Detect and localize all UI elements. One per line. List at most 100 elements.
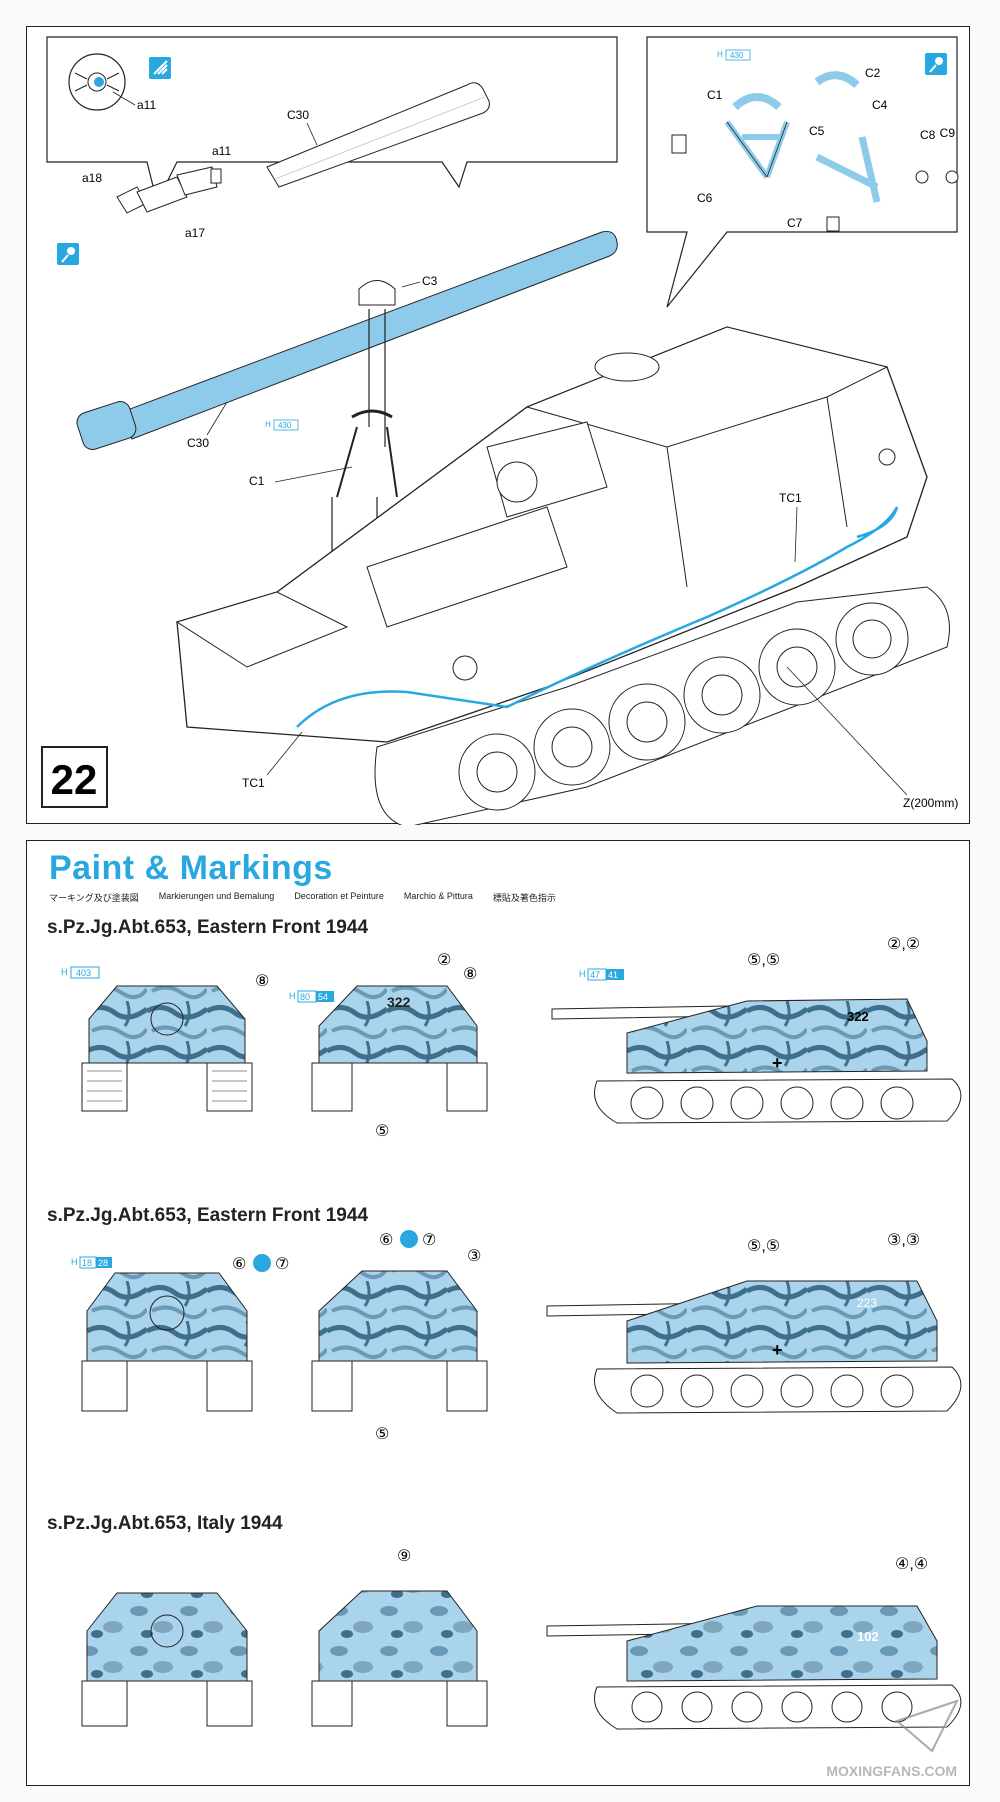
part-label-a11: a11 xyxy=(212,144,231,158)
s2-callout-front-1: ⑥ xyxy=(232,1256,246,1273)
part-label-tc1-right: TC1 xyxy=(779,491,802,505)
part-label-c3: C3 xyxy=(422,274,438,288)
part-label-a17: a17 xyxy=(185,226,205,240)
tow-cable xyxy=(296,506,899,728)
cement-icon-inset xyxy=(925,53,947,75)
inset-label-c9: C9 xyxy=(940,126,956,140)
inset-label-c4: C4 xyxy=(872,98,888,112)
svg-text:403: 403 xyxy=(76,968,91,978)
svg-text:41: 41 xyxy=(608,970,618,980)
inset-label-c2: C2 xyxy=(865,66,881,80)
s1-callout-side-right: ②,② xyxy=(887,936,920,953)
scheme-2-rear-view: ⑥ ⑦ ③ ⑤ xyxy=(311,1230,488,1443)
inset-label-c7: C7 xyxy=(787,216,803,230)
part-label-tc1-left: TC1 xyxy=(242,776,265,790)
scheme-3-rear-view: ⑨ xyxy=(311,1548,488,1727)
scheme-2-side-view: 223 + ⑤,⑤ ③,③ xyxy=(546,1232,962,1414)
scheme-2-front-view: H 18 28 ⑥ ⑦ xyxy=(71,1254,289,1412)
part-label-a18: a18 xyxy=(82,171,102,185)
svg-text:430: 430 xyxy=(278,421,292,430)
svg-text:+: + xyxy=(772,1053,783,1073)
s2-callout-rear-3: ③ xyxy=(467,1248,481,1265)
s2-callout-side-right: ③,③ xyxy=(887,1232,920,1249)
step-number-box xyxy=(41,746,108,808)
inset-callout-box xyxy=(646,36,958,308)
svg-text:H: H xyxy=(579,969,586,979)
inset-label-c1: C1 xyxy=(707,88,723,102)
watermark-text: MOXINGFANS.COM xyxy=(826,1763,957,1779)
barrel-paint-ref: H 430 xyxy=(265,419,299,431)
subtitle-de: Markierungen und Bemalung xyxy=(158,891,275,901)
s3-callout-rear: ⑨ xyxy=(397,1548,411,1565)
scheme-1-side-view: H 47 41 322 + ⑤,⑤ ②,② xyxy=(551,936,962,1124)
svg-text:430: 430 xyxy=(730,51,744,60)
s2-callout-front-2: ⑦ xyxy=(275,1256,289,1273)
s2-callout-rear-2: ⑦ xyxy=(422,1232,436,1249)
inset-label-c6: C6 xyxy=(697,191,713,205)
s1-side-number: 322 xyxy=(847,1009,869,1024)
svg-text:80: 80 xyxy=(300,992,310,1002)
scheme-1-rear-view: H 80 54 322 ② ⑧ ⑤ xyxy=(289,952,488,1140)
paint-subtitles: マーキング及び塗装図 Markierungen und Bemalung Dec… xyxy=(49,891,556,904)
s1-callout-rear-3: ⑤ xyxy=(375,1123,389,1140)
scheme-3-title: s.Pz.Jg.Abt.653, Italy 1944 xyxy=(47,1513,283,1534)
s2-callout-side-left: ⑤,⑤ xyxy=(747,1238,780,1255)
paint-diagrams: H 403 ⑧ H 80 54 322 ② ⑧ xyxy=(61,936,962,1779)
svg-text:+: + xyxy=(772,1340,783,1360)
svg-text:54: 54 xyxy=(318,992,328,1002)
scheme-1-ref-a: H 403 xyxy=(61,966,100,979)
scheme-1-ref-b: H 80 54 xyxy=(289,990,334,1003)
scheme-1-title: s.Pz.Jg.Abt.653, Eastern Front 1944 xyxy=(47,917,369,938)
assembly-step-panel: a11 a18 a17 a11 C30 H xyxy=(26,26,970,828)
s2-side-number: 223 xyxy=(857,1296,877,1310)
svg-text:H: H xyxy=(289,991,296,1001)
scheme-3-side-view: 102 ④,④ xyxy=(546,1556,962,1730)
glue-icon-left xyxy=(57,243,79,265)
assembly-diagram: a11 a18 a17 a11 C30 H xyxy=(41,36,959,828)
s3-side-number: 102 xyxy=(857,1629,879,1644)
paint-markings-panel: Paint & Markings マーキング及び塗装図 Markierungen… xyxy=(26,840,970,1786)
subtitle-fr: Decoration et Peinture xyxy=(294,891,384,901)
subtitle-it: Marchio & Pittura xyxy=(403,891,473,901)
scheme-2-ref-a: H 18 28 xyxy=(71,1256,112,1269)
scheme-3-front-view xyxy=(81,1592,253,1727)
svg-text:H: H xyxy=(71,1257,78,1267)
svg-text:H: H xyxy=(61,967,68,977)
s1-rear-number: 322 xyxy=(387,994,411,1010)
part-label-a11-top: a11 xyxy=(137,98,156,112)
s2-callout-rear-1: ⑥ xyxy=(379,1232,393,1249)
main-gun-barrel xyxy=(76,231,618,451)
svg-text:28: 28 xyxy=(98,1258,108,1268)
svg-text:H: H xyxy=(265,420,271,429)
inset-label-c5: C5 xyxy=(809,124,825,138)
subassembly-callout-box xyxy=(46,36,618,204)
scheme-1-front-view: H 403 ⑧ xyxy=(61,966,269,1112)
paint-title: Paint & Markings xyxy=(49,849,333,887)
muzzle-cap-view xyxy=(68,53,126,111)
part-label-c1: C1 xyxy=(249,474,265,488)
step-number: 22 xyxy=(51,756,98,803)
subtitle-jp: マーキング及び塗装図 xyxy=(49,893,139,903)
travel-lock-parts xyxy=(671,71,959,232)
svg-text:18: 18 xyxy=(82,1258,92,1268)
muzzle-brake-parts xyxy=(116,166,222,214)
inset-paint-ref: H 430 xyxy=(717,49,751,61)
subtitle-cn: 標貼及著色指示 xyxy=(492,893,556,903)
s1-callout-rear-1: ② xyxy=(437,952,451,969)
cement-icon xyxy=(149,57,171,79)
s3-callout-side: ④,④ xyxy=(895,1556,928,1573)
part-label-c30-top: C30 xyxy=(287,108,309,122)
part-label-cable-length: Z(200mm) xyxy=(903,796,958,810)
svg-text:H: H xyxy=(717,50,723,59)
inset-label-c8: C8 xyxy=(920,128,936,142)
scheme-2-title: s.Pz.Jg.Abt.653, Eastern Front 1944 xyxy=(47,1205,369,1226)
part-label-c30: C30 xyxy=(187,436,209,450)
s1-callout-rear-2: ⑧ xyxy=(463,966,477,983)
s2-callout-rear-4: ⑤ xyxy=(375,1426,389,1443)
s1-callout-front: ⑧ xyxy=(255,973,269,990)
scheme-1-ref-c: H 47 41 xyxy=(579,968,624,981)
watermark-logo: MOXINGFANS.COM xyxy=(826,1699,959,1779)
tank-hull-drawing xyxy=(175,326,950,828)
svg-text:47: 47 xyxy=(590,970,600,980)
s1-callout-side-left: ⑤,⑤ xyxy=(747,952,780,969)
